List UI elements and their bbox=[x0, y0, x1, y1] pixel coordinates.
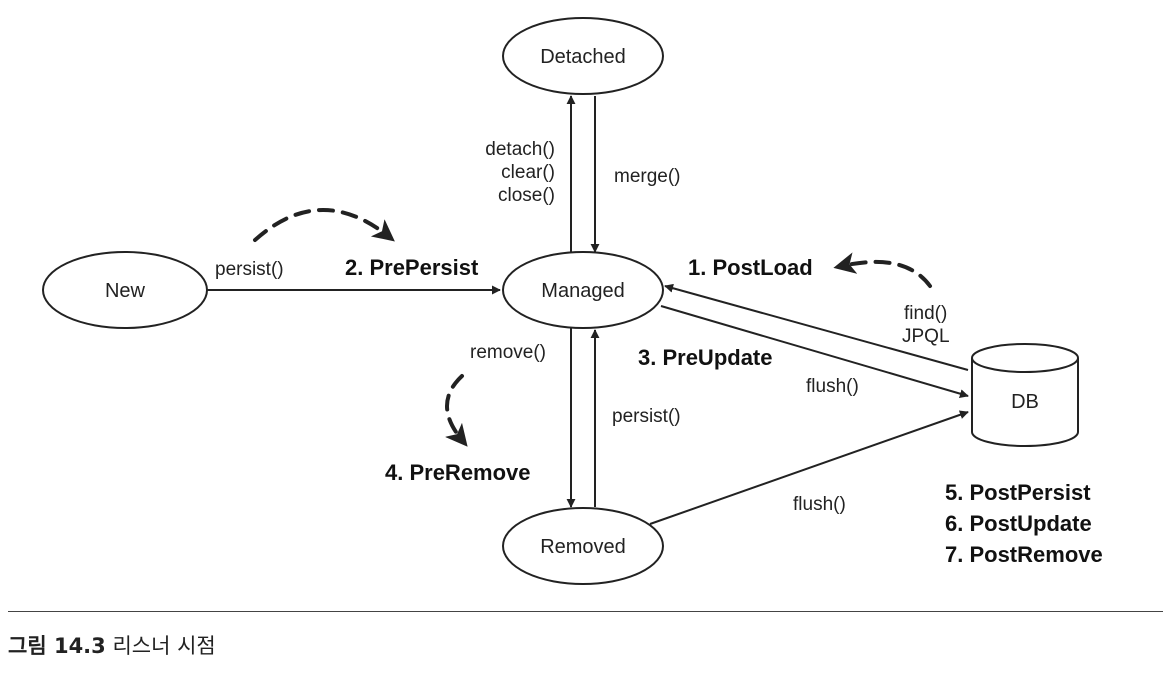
label-detach: detach() bbox=[485, 139, 555, 160]
label-merge: merge() bbox=[614, 166, 681, 187]
edge-removed-flush-to-db bbox=[649, 410, 969, 525]
figure-caption: 그림 14.3 리스너 시점 bbox=[8, 630, 216, 660]
label-jpql: JPQL bbox=[902, 326, 950, 347]
event-pre-remove: 4. PreRemove bbox=[385, 460, 531, 485]
caption-title: 리스너 시점 bbox=[112, 634, 216, 658]
event-post-persist: 5. PostPersist bbox=[945, 480, 1091, 505]
node-detached: Detached bbox=[502, 17, 664, 95]
node-detached-label: Detached bbox=[540, 46, 626, 68]
label-persist-new: persist() bbox=[215, 259, 284, 280]
node-db-label: DB bbox=[1011, 391, 1039, 413]
node-new: New bbox=[42, 251, 208, 329]
label-flush-managed: flush() bbox=[806, 376, 859, 397]
caption-number: 그림 14.3 bbox=[8, 634, 106, 658]
event-post-update: 6. PostUpdate bbox=[945, 511, 1092, 536]
label-remove: remove() bbox=[470, 342, 546, 363]
node-managed: Managed bbox=[502, 251, 664, 329]
node-removed-label: Removed bbox=[540, 536, 626, 558]
edge-managed-flush-to-db bbox=[660, 305, 969, 399]
node-db: DB bbox=[971, 343, 1079, 447]
dashed-arrow-pre-remove bbox=[445, 374, 468, 447]
edge-db-load-to-managed bbox=[664, 283, 969, 371]
event-post-remove: 7. PostRemove bbox=[945, 542, 1103, 567]
dashed-arrow-pre-persist bbox=[253, 208, 395, 242]
node-managed-label: Managed bbox=[541, 280, 624, 302]
label-persist-removed: persist() bbox=[612, 406, 681, 427]
event-post-load: 1. PostLoad bbox=[688, 255, 813, 280]
label-find: find() bbox=[904, 303, 947, 324]
label-flush-removed: flush() bbox=[793, 494, 846, 515]
label-clear: clear() bbox=[501, 162, 555, 183]
event-pre-persist: 2. PrePersist bbox=[345, 255, 479, 280]
dashed-arrow-post-load bbox=[833, 252, 932, 288]
node-removed: Removed bbox=[502, 507, 664, 585]
node-new-label: New bbox=[105, 280, 146, 302]
label-close: close() bbox=[498, 185, 555, 206]
caption-divider bbox=[8, 611, 1163, 612]
event-pre-update: 3. PreUpdate bbox=[638, 345, 773, 370]
